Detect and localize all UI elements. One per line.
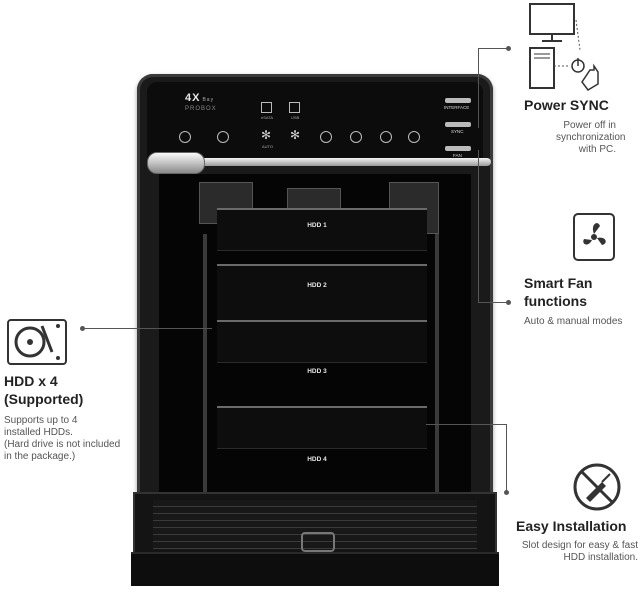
model-name: PROBOX — [185, 106, 217, 112]
power-sync-illustration — [529, 3, 599, 91]
handle-grip[interactable] — [147, 152, 205, 174]
power-sync-callout-v — [478, 48, 479, 128]
auto-label: AUTO — [262, 144, 274, 149]
esata-label: eSATA — [261, 115, 274, 120]
door-latch[interactable] — [301, 532, 335, 552]
hdd-title: HDD x 4 (Supported) — [4, 373, 84, 407]
easy-install-title: Easy Installation — [516, 518, 627, 534]
center-bracket — [287, 188, 341, 210]
power-sync-callout — [478, 48, 508, 49]
door-front-edge — [131, 552, 499, 586]
hdd4-led-icon — [408, 131, 420, 143]
esata-led-icon — [261, 102, 272, 113]
fan-button[interactable] — [445, 146, 471, 151]
hdd-label-4: HDD 4 — [307, 456, 327, 463]
hdd-callout — [84, 328, 212, 329]
interface-button[interactable] — [445, 98, 471, 103]
status-led-icon — [217, 131, 229, 143]
door-vent — [153, 500, 477, 550]
hdd-desc: Supports up to 4 installed HDDs. (Hard d… — [4, 415, 121, 462]
easy-install-callout-v — [506, 424, 507, 492]
fan-auto-icon: ✻ — [261, 128, 272, 142]
power-sync-desc: Power off in synchronization with PC. — [556, 120, 626, 155]
hard-drive-icon — [7, 319, 67, 365]
hdd-slot-4[interactable] — [217, 406, 427, 449]
front-door[interactable] — [131, 492, 499, 586]
hdd1-led-icon — [320, 131, 332, 143]
usb-led-icon — [289, 102, 300, 113]
power-button-icon[interactable] — [179, 131, 191, 143]
smart-fan-callout — [478, 302, 508, 303]
front-handle[interactable] — [151, 158, 491, 166]
monitor-icon — [529, 3, 575, 35]
hdd-slot-2[interactable] — [217, 264, 427, 327]
hdd-label-2: HDD 2 — [307, 282, 327, 289]
hdd2-led-icon — [350, 131, 362, 143]
interface-label: INTERFACE — [444, 105, 470, 110]
drive-bay-area: HDD 1 HDD 2 HDD 3 HDD 4 — [159, 174, 471, 502]
hdd-slot-1[interactable] — [217, 208, 427, 251]
power-sync-title: Power SYNC — [524, 97, 609, 113]
hdd-label-3: HDD 3 — [307, 368, 327, 375]
hdd-dot — [80, 326, 85, 331]
fan-icon — [573, 213, 615, 261]
left-rail — [203, 234, 207, 494]
hdd-label-1: HDD 1 — [307, 222, 327, 229]
easy-install-callout — [426, 424, 506, 425]
smart-fan-callout-v — [478, 150, 479, 302]
smart-fan-desc: Auto & manual modes — [524, 316, 623, 327]
hdd-slot-3[interactable] — [217, 320, 427, 363]
hand-pointer-icon — [581, 63, 599, 91]
sync-label: SYNC — [451, 129, 464, 134]
pc-tower-icon — [529, 47, 555, 89]
usb-label: USB — [291, 115, 300, 120]
right-rail — [435, 234, 439, 494]
smart-fan-dot — [506, 300, 511, 305]
fan-label: FAN — [453, 153, 462, 158]
smart-fan-title: Smart Fan functions — [524, 275, 593, 309]
fan-speed-icon: ✻ — [290, 128, 301, 142]
easy-install-dot — [504, 490, 509, 495]
sync-button[interactable] — [445, 122, 471, 127]
hdd3-led-icon — [380, 131, 392, 143]
power-sync-dot — [506, 46, 511, 51]
screwdriver-prohibited-icon — [573, 463, 621, 511]
easy-install-desc: Slot design for easy & fast HDD installa… — [521, 540, 638, 563]
